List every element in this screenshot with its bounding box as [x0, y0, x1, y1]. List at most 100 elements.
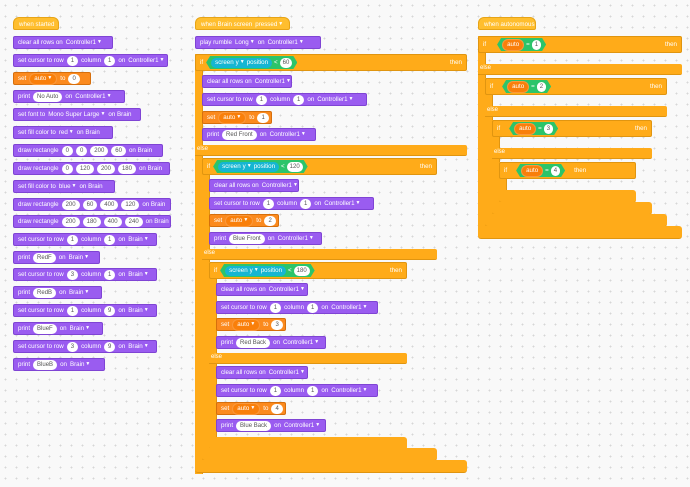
value-input[interactable]: 4 — [271, 403, 283, 414]
text-input[interactable]: RedB — [33, 287, 57, 298]
when-autonomous-hat[interactable]: when autonomous — [478, 17, 536, 30]
auto-if-block-3[interactable]: if auto=3 then — [492, 120, 652, 137]
value-input[interactable]: 0 — [68, 73, 80, 84]
x2-input[interactable]: 200 — [90, 145, 109, 156]
value-input[interactable]: 1 — [532, 40, 541, 50]
column-input[interactable]: 9 — [104, 341, 116, 352]
controller-dropdown[interactable]: Controller1▼ — [324, 200, 360, 207]
y1-input[interactable]: 0 — [75, 145, 88, 156]
brain-dropdown[interactable]: Brain▼ — [69, 289, 89, 296]
text-input[interactable]: RedF — [33, 252, 56, 263]
controller-dropdown[interactable]: Controller1▼ — [331, 387, 367, 394]
row-input[interactable]: 1 — [255, 94, 268, 105]
axis-dropdown[interactable]: y▼ — [250, 267, 259, 275]
controller-dropdown[interactable]: Controller1▼ — [255, 78, 291, 85]
text-input[interactable]: BlueF — [33, 323, 57, 334]
y2-input[interactable]: 120 — [121, 199, 140, 210]
column-input[interactable]: 1 — [307, 385, 319, 396]
text-input[interactable]: Red Back — [236, 337, 271, 348]
brain-dropdown[interactable]: Brain▼ — [128, 236, 148, 243]
equals-operator[interactable]: auto=1 — [497, 38, 546, 51]
auto-variable-reporter[interactable]: auto — [514, 123, 536, 135]
variable-dropdown[interactable]: auto▼ — [29, 72, 58, 85]
auto-variable-reporter[interactable]: auto — [507, 81, 529, 93]
row-input[interactable]: 1 — [66, 234, 79, 245]
row-input[interactable]: 1 — [66, 55, 79, 66]
y1-input[interactable]: 180 — [82, 216, 101, 227]
axis-dropdown[interactable]: y▼ — [243, 163, 252, 171]
text-input[interactable]: BlueB — [33, 359, 58, 370]
auto-variable-reporter[interactable]: auto — [502, 39, 524, 51]
brain-dropdown[interactable]: Brain▼ — [128, 271, 148, 278]
controller-dropdown[interactable]: Controller1▼ — [284, 422, 320, 429]
controller-dropdown[interactable]: Controller1▼ — [269, 369, 305, 376]
column-input[interactable]: 1 — [104, 55, 116, 66]
color-dropdown[interactable]: blue▼ — [59, 183, 77, 190]
value-input[interactable]: 1 — [257, 112, 269, 123]
y2-input[interactable]: 60 — [111, 145, 126, 156]
column-input[interactable]: 9 — [104, 305, 116, 316]
controller-dropdown[interactable]: Controller1▼ — [331, 304, 367, 311]
y1-input[interactable]: 60 — [82, 199, 98, 210]
controller-dropdown[interactable]: Controller1▼ — [66, 39, 102, 46]
x1-input[interactable]: 0 — [61, 163, 73, 174]
value-input[interactable]: 3 — [544, 124, 553, 134]
brain-dropdown[interactable]: Brain▼ — [70, 361, 90, 368]
row-input[interactable]: 1 — [66, 305, 79, 316]
brain-dropdown[interactable]: Brain▼ — [69, 254, 89, 261]
row-input[interactable]: 1 — [269, 302, 282, 313]
x2-input[interactable]: 400 — [103, 216, 122, 227]
color-dropdown[interactable]: red▼ — [59, 129, 74, 136]
controller-dropdown[interactable]: Controller1▼ — [262, 182, 298, 189]
text-input[interactable]: Blue Back — [236, 420, 272, 431]
row-input[interactable]: 1 — [269, 385, 282, 396]
x2-input[interactable]: 200 — [96, 163, 115, 174]
controller-dropdown[interactable]: Controller1▼ — [278, 235, 314, 242]
auto-if-block-1[interactable]: if auto=1 then — [478, 36, 682, 53]
column-input[interactable]: 1 — [104, 234, 116, 245]
x1-input[interactable]: 200 — [61, 199, 80, 210]
value-input[interactable]: 2 — [264, 215, 276, 226]
column-input[interactable]: 1 — [293, 94, 305, 105]
controller-dropdown[interactable]: Controller1▼ — [75, 93, 111, 100]
brain-dropdown[interactable]: Brain▼ — [128, 343, 148, 350]
controller-dropdown[interactable]: Controller1▼ — [128, 57, 164, 64]
pressed-dropdown[interactable]: pressed▼ — [255, 21, 283, 28]
value-input[interactable]: 3 — [271, 319, 283, 330]
text-input[interactable]: No Auto — [33, 91, 63, 102]
row-input[interactable]: 3 — [66, 269, 79, 280]
x1-input[interactable]: 200 — [61, 216, 80, 227]
controller-dropdown[interactable]: Controller1▼ — [268, 39, 304, 46]
controller-dropdown[interactable]: Controller1▼ — [270, 131, 306, 138]
auto-if-block-4[interactable]: if auto=4 then — [499, 162, 636, 179]
auto-variable-reporter[interactable]: auto — [521, 165, 543, 177]
font-dropdown[interactable]: Mono Super Large▼ — [48, 111, 105, 118]
